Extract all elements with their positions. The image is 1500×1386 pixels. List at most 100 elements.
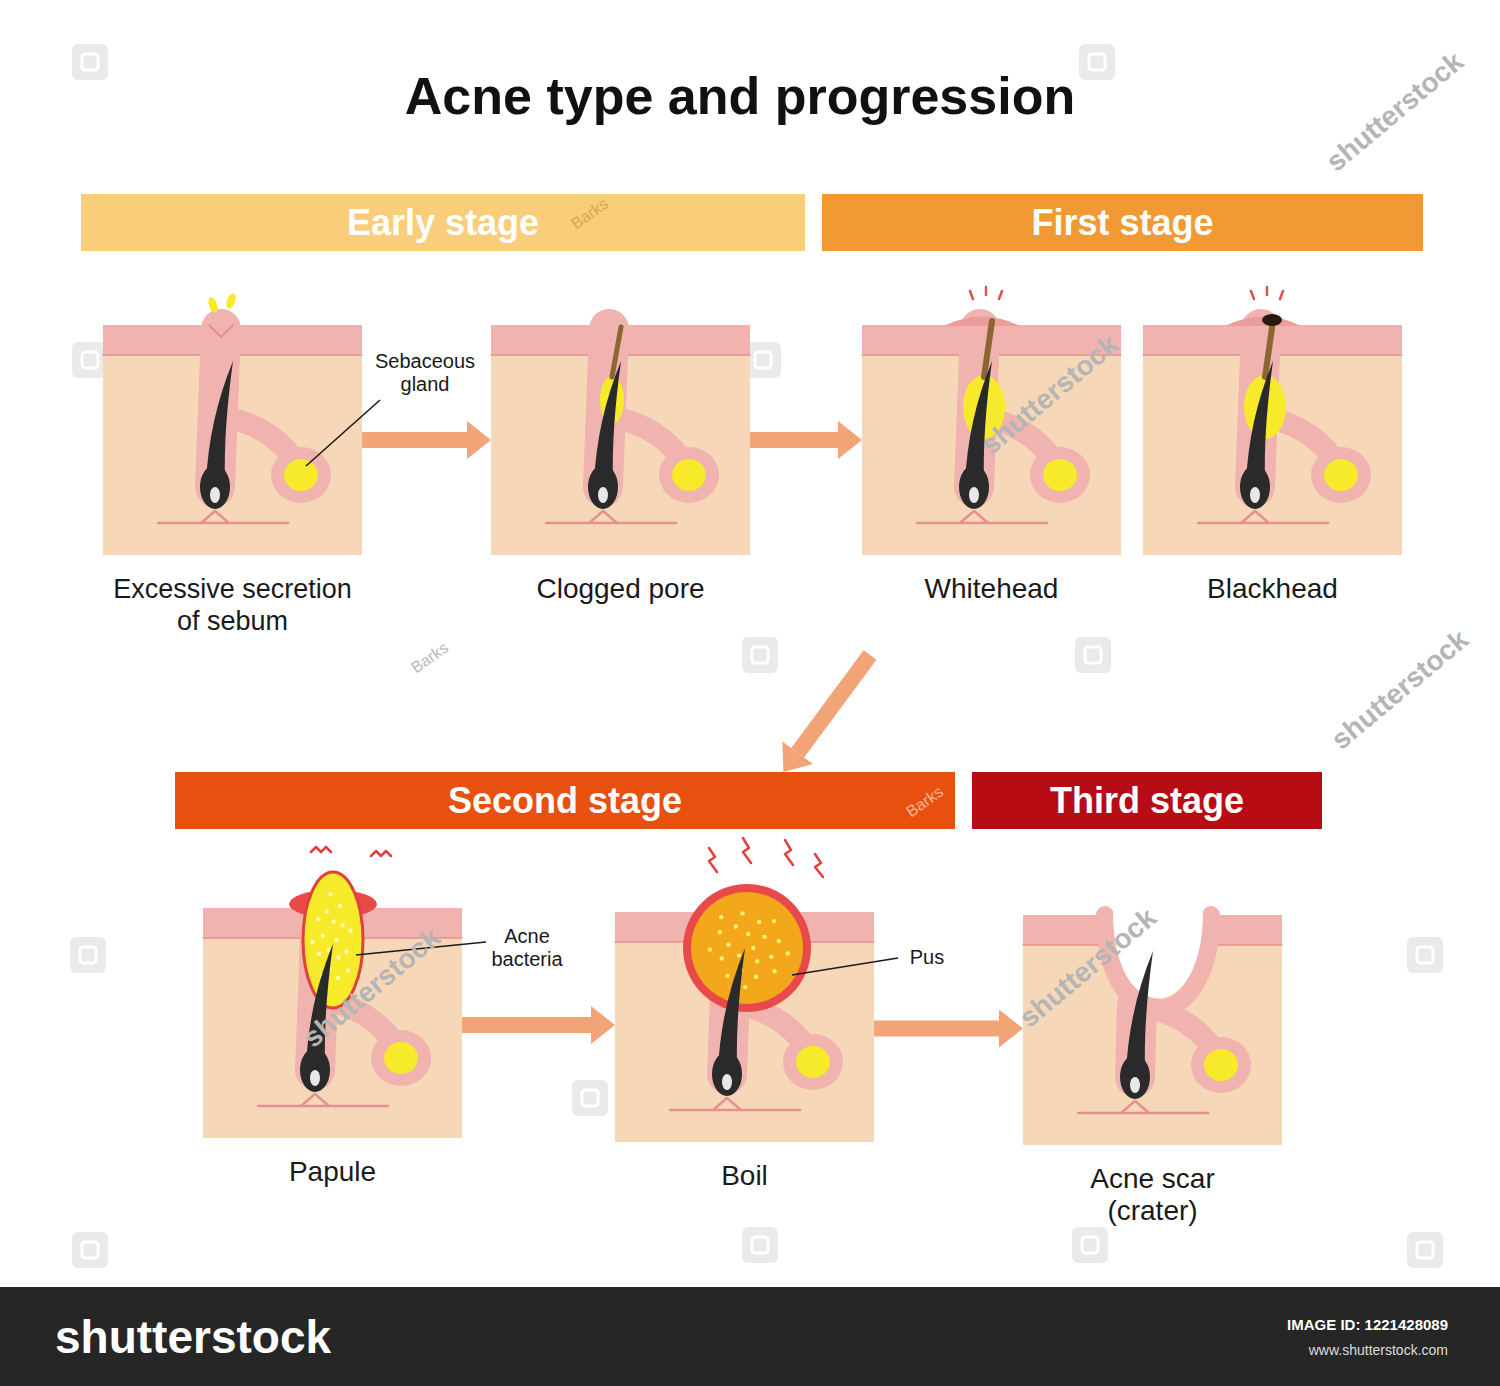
stage-band: Third stage <box>972 772 1322 829</box>
caption-holder: Excessive secretion of sebum <box>105 573 360 637</box>
stage-band: Early stage <box>81 194 805 251</box>
watermark-icon <box>1407 937 1443 973</box>
arrow-shaft <box>750 432 838 448</box>
watermark-icon-frame <box>572 1080 608 1116</box>
bacteria-dot <box>338 903 342 907</box>
watermark-icon <box>72 44 108 80</box>
sebum <box>796 1046 830 1078</box>
logo: shutterstock <box>55 1311 331 1364</box>
site-url: www.shutterstock.com <box>1309 1342 1448 1358</box>
watermark-icon <box>742 1227 778 1263</box>
arrow-shaft <box>462 1017 591 1033</box>
dermal-line <box>1078 1101 1208 1113</box>
bacteria-dot <box>326 947 330 951</box>
bacteria-dot <box>310 940 314 944</box>
watermark: Barks <box>408 639 452 678</box>
sebaceous-gland <box>271 447 331 503</box>
sebum <box>1324 459 1358 491</box>
skin-panel: Clogged pore <box>491 325 750 655</box>
bacteria-dot <box>772 969 776 973</box>
bacteria-dot <box>725 973 729 977</box>
bacteria-dot <box>746 932 750 936</box>
watermark-icon-frame <box>70 937 106 973</box>
arrow-head <box>467 421 491 459</box>
bacteria-dot <box>344 949 348 953</box>
stage-band: First stage <box>822 194 1423 251</box>
pain-mark <box>709 838 823 877</box>
sebaceous-gland <box>1311 447 1371 503</box>
skin-illustration <box>615 838 874 1142</box>
caption-holder: Clogged pore <box>496 573 746 605</box>
stage-title: First stage <box>1031 201 1213 245</box>
hair <box>206 361 233 483</box>
hair <box>594 361 621 483</box>
sebum <box>1043 459 1077 491</box>
bacteria-dot <box>348 929 352 933</box>
arrow-head <box>838 421 862 459</box>
hair-papilla <box>722 1074 732 1090</box>
skin-bump <box>944 317 1020 327</box>
flow-arrow <box>462 1006 615 1044</box>
hair <box>965 361 992 483</box>
irritation-mark <box>970 287 1002 299</box>
sebum-drop <box>207 296 220 314</box>
watermark-icon-inner <box>1417 947 1433 963</box>
watermark-icon-inner <box>82 352 98 368</box>
hair-papilla <box>210 487 220 503</box>
dermis <box>1143 325 1402 555</box>
arrow-shaft <box>798 655 870 753</box>
watermark-icon-frame <box>1407 1232 1443 1268</box>
flow-arrow <box>362 421 491 459</box>
caption-holder: Papule <box>208 1156 458 1188</box>
hair-bulb <box>959 465 989 509</box>
watermark-icon-frame <box>742 1227 778 1263</box>
watermark: shutterstock <box>1320 46 1469 179</box>
watermark-icon <box>1079 44 1115 80</box>
bacteria-dot <box>321 933 325 937</box>
watermark-icon <box>572 1080 608 1116</box>
bacteria-dot <box>325 909 329 913</box>
panel-caption: Whitehead <box>867 573 1117 605</box>
hair-bulb <box>1120 1055 1150 1099</box>
watermark-icon-frame <box>72 342 108 378</box>
panel-caption: Acne scar (crater) <box>1073 1163 1233 1227</box>
watermark-icon <box>1072 1227 1108 1263</box>
hair-papilla <box>1250 487 1260 503</box>
dermis <box>491 325 750 555</box>
watermark-icon <box>70 937 106 973</box>
hair-bulb <box>1240 465 1270 509</box>
bacteria-dot <box>336 955 340 959</box>
hair-papilla <box>969 487 979 503</box>
watermark-icon <box>72 342 108 378</box>
bacteria-dot <box>718 930 722 934</box>
dermal-line <box>670 1098 800 1110</box>
bacteria-dot <box>346 968 350 972</box>
watermark-icon-inner <box>755 352 771 368</box>
watermark-icon-frame <box>72 1232 108 1268</box>
watermark: shutterstock <box>1325 624 1474 757</box>
image-id: IMAGE ID: 1221428089 <box>1287 1316 1448 1333</box>
dermis <box>103 325 362 555</box>
bacteria-dot <box>755 959 759 963</box>
caption-holder: Acne scar (crater) <box>1073 1163 1233 1227</box>
hair-papilla <box>310 1070 320 1086</box>
bacteria-dot <box>734 924 738 928</box>
sebum-drop <box>225 292 238 310</box>
pus <box>691 892 803 1004</box>
watermark-icon <box>742 637 778 673</box>
hair <box>718 948 745 1070</box>
callout-label: Acne bacteria <box>480 925 575 971</box>
dermal-line <box>1198 511 1328 523</box>
bacteria-dot <box>769 955 773 959</box>
watermark-icon-frame <box>1079 44 1115 80</box>
watermark-icon-frame <box>1072 1227 1108 1263</box>
watermark-icon-inner <box>80 947 96 963</box>
bacteria-dot <box>751 946 755 950</box>
flow-arrow <box>782 655 870 772</box>
watermark-icon-inner <box>752 1237 768 1253</box>
arrow-shaft <box>874 1021 999 1037</box>
arrow-head <box>591 1006 615 1044</box>
stage-title: Early stage <box>347 201 539 245</box>
watermark-icon-inner <box>82 1242 98 1258</box>
caption-holder: Blackhead <box>1148 573 1398 605</box>
